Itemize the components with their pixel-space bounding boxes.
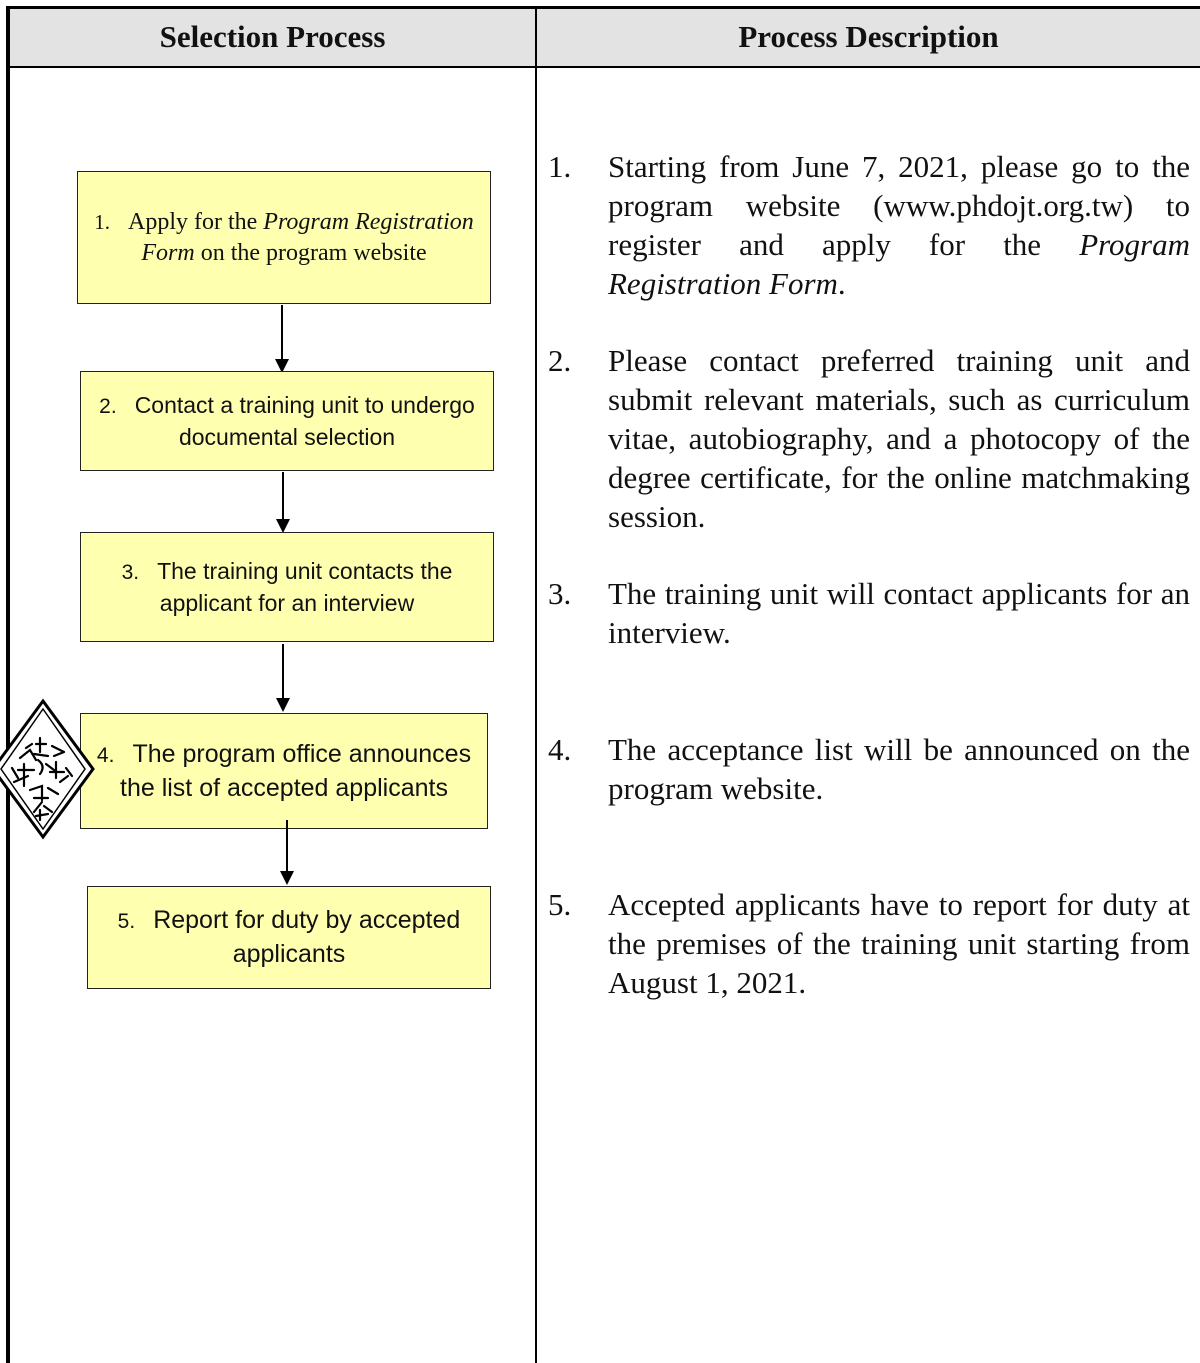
flow-step-3-number: 3.: [121, 560, 140, 584]
flow-step-1: 1. Apply for the Program Registration For…: [77, 171, 491, 304]
description-1-text: Starting from June 7, 2021, please go to…: [608, 147, 1190, 303]
table-header-divider: [8, 66, 1200, 68]
table-header-background: [9, 8, 1200, 66]
flow-step-2-label: Contact a training unit to undergo docum…: [134, 391, 475, 450]
flow-step-5: 5. Report for duty by accepted applicants: [87, 886, 491, 989]
description-item-1: 1. Starting from June 7, 2021, please go…: [548, 147, 1190, 307]
description-5-number: 5.: [548, 887, 572, 922]
table-left-border: [6, 6, 10, 1363]
header-process-description: Process Description: [738, 19, 999, 54]
flow-step-3: 3. The training unit contacts the applica…: [80, 532, 494, 642]
description-item-3: 3. The training unit will contact applic…: [548, 574, 1190, 654]
flow-step-4: 4.The program office announces the list …: [80, 713, 488, 829]
flow-step-1-text-a: Apply for the: [127, 208, 264, 235]
description-item-5: 5. Accepted applicants have to report fo…: [548, 885, 1190, 1005]
table-column-divider: [535, 6, 537, 1363]
description-4-number: 4.: [548, 732, 572, 767]
flow-step-4-label: The program office announces the list of…: [120, 739, 472, 802]
description-2-text: Please contact preferred training unit a…: [608, 343, 1190, 534]
flow-step-2-number: 2.: [99, 394, 117, 418]
description-1-form-name: Program Registration Form: [608, 227, 1190, 301]
flow-arrow-2: [276, 472, 290, 533]
flow-arrow-1: [275, 305, 289, 373]
description-1-text-a: Starting from June 7, 2021, please go to…: [608, 149, 1190, 262]
description-2-number: 2.: [548, 343, 572, 378]
flow-arrow-4: [280, 820, 294, 885]
description-1-text-b: .: [837, 266, 846, 301]
flow-step-1-form-name: Program Registration Form: [141, 208, 474, 266]
flow-step-5-text: 5. Report for duty by accepted applicants: [94, 904, 484, 971]
description-item-2: 2. Please contact preferred training uni…: [548, 341, 1190, 541]
description-1-number: 1.: [548, 149, 572, 184]
flow-step-5-label: Report for duty by accepted applicants: [153, 906, 461, 968]
flow-arrow-3: [276, 644, 290, 712]
flow-step-4-number: 4.: [96, 743, 115, 767]
flow-step-1-number: 1.: [94, 209, 110, 234]
flow-step-1-text-b: on the program website: [194, 239, 427, 266]
description-4-text: The acceptance list will be announced on…: [608, 732, 1190, 806]
flow-step-4-text: 4.The program office announces the list …: [87, 738, 481, 805]
flow-step-3-text: 3. The training unit contacts the applica…: [87, 556, 487, 619]
flow-step-2: 2. Contact a training unit to undergo doc…: [80, 371, 494, 471]
description-5-text: Accepted applicants have to report for d…: [608, 887, 1190, 1000]
flow-step-2-text: 2. Contact a training unit to undergo doc…: [87, 390, 487, 453]
description-3-text: The training unit will contact applicant…: [608, 576, 1190, 650]
flow-step-3-label: The training unit contacts the applicant…: [157, 557, 453, 616]
table-top-border: [8, 6, 1200, 9]
description-3-number: 3.: [548, 576, 572, 611]
official-seal-stamp-icon: [0, 698, 95, 840]
description-item-4: 4. The acceptance list will be announced…: [548, 730, 1190, 810]
header-selection-process: Selection Process: [159, 19, 386, 54]
flow-step-5-number: 5.: [117, 910, 136, 933]
flow-step-1-text: 1. Apply for the Program Registration For…: [84, 207, 484, 269]
